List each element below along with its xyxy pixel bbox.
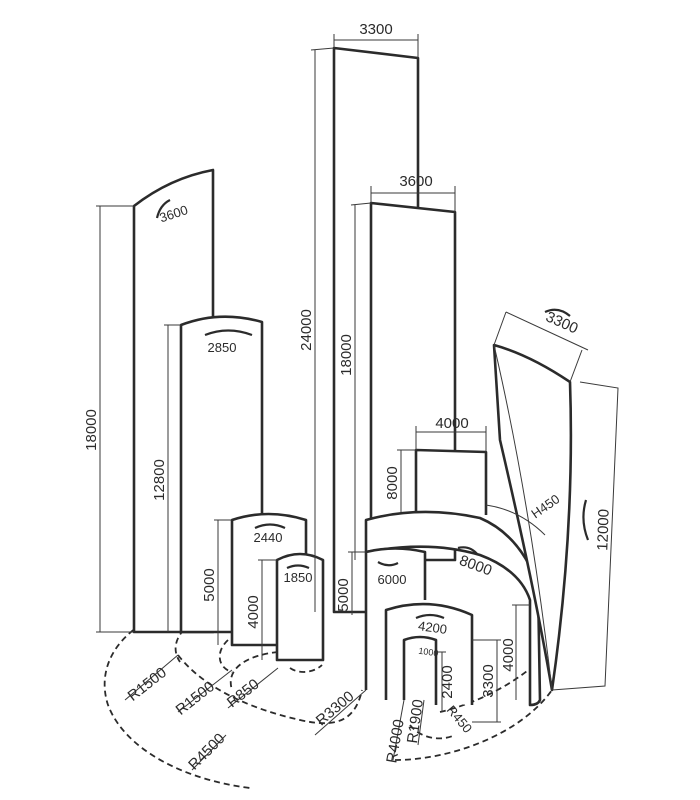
dim-line-3300-right-top bbox=[493, 311, 589, 383]
floor-arc-r1500-b bbox=[218, 639, 233, 673]
dim-line-5000-left bbox=[214, 519, 232, 645]
height-label-18000-left: 18000 bbox=[83, 409, 100, 451]
width-label-3600-center: 3600 bbox=[399, 173, 432, 190]
radius-label-r450: R450 bbox=[444, 702, 475, 735]
radius-label-r1900: R1900 bbox=[404, 698, 427, 744]
leader-r4500 bbox=[191, 734, 227, 771]
radius-label-r1500-b: R1500 bbox=[173, 678, 218, 719]
dim-line-4000-right bbox=[512, 604, 530, 700]
arc-mark-12000 bbox=[582, 499, 590, 541]
radius-label-r3300: R3300 bbox=[313, 688, 358, 729]
dim-line-18000-left bbox=[96, 205, 134, 633]
dim-line-18000-center bbox=[350, 202, 372, 560]
leader-r4000 bbox=[392, 699, 405, 761]
leader-r3300 bbox=[314, 689, 367, 736]
height-label-8000: 8000 bbox=[384, 466, 401, 499]
height-label-12800: 12800 bbox=[151, 459, 168, 501]
floor-arc-r450 bbox=[409, 724, 456, 740]
arc-mark-1850 bbox=[286, 564, 310, 570]
dim-line-3300-top bbox=[333, 34, 419, 58]
dim-line-3300-right bbox=[472, 639, 501, 723]
panel-curved-8000-outline bbox=[364, 510, 542, 707]
arc-mark-4200 bbox=[415, 613, 445, 620]
dim-line-h450 bbox=[485, 504, 546, 536]
panel-4000-right: 4000 bbox=[500, 604, 530, 700]
arc-label-1850: 1850 bbox=[284, 570, 313, 585]
arc-mark-3600-left bbox=[155, 199, 171, 219]
height-label-5000-center: 5000 bbox=[335, 578, 352, 611]
panel-8000: 8000 4000 bbox=[384, 415, 488, 515]
floor-arc-r850 bbox=[229, 651, 279, 691]
panel-4000-left: 4000 1850 bbox=[245, 552, 325, 662]
dim-line-4000-top bbox=[415, 426, 487, 452]
arc-mark-6000 bbox=[377, 561, 399, 567]
width-label-3300-right: 3300 bbox=[543, 308, 580, 337]
arc-mark-2440 bbox=[254, 523, 286, 530]
height-label-5000-left: 5000 bbox=[201, 568, 218, 601]
leader-r850 bbox=[227, 667, 279, 709]
arc-mark-8000 bbox=[457, 546, 479, 556]
height-label-4000-left: 4000 bbox=[245, 595, 262, 628]
dim-line-4000-left bbox=[258, 559, 277, 660]
height-label-12000: 12000 bbox=[594, 509, 612, 551]
radius-label-r850: R850 bbox=[224, 676, 263, 711]
panel-12800: 12800 2850 bbox=[151, 315, 264, 634]
arc-mark-3300-right bbox=[544, 308, 571, 317]
floor-arc-small bbox=[289, 664, 323, 673]
dim-line-2400 bbox=[436, 651, 446, 712]
floor-arc-r4500-inner bbox=[177, 654, 363, 724]
panel-12000: 12000 3300 H450 bbox=[485, 308, 619, 692]
panel-8000-outline bbox=[414, 448, 488, 515]
height-label-3300: 3300 bbox=[480, 664, 497, 697]
arc-mark-2850 bbox=[204, 329, 253, 337]
panel-1000-outline bbox=[402, 635, 438, 705]
floor-arc-r4500 bbox=[103, 607, 251, 789]
height-label-2400: 2400 bbox=[439, 665, 456, 698]
leader-r1500-b bbox=[177, 669, 233, 713]
width-label-3300-top: 3300 bbox=[359, 21, 392, 38]
dim-line-8000 bbox=[397, 449, 416, 515]
floor-arc-r4000 bbox=[394, 689, 553, 761]
leader-r1500-a bbox=[124, 654, 179, 701]
height-label-24000: 24000 bbox=[298, 309, 315, 351]
radius-label-r1500-a: R1500 bbox=[125, 664, 170, 705]
width-label-4000: 4000 bbox=[435, 415, 468, 432]
dim-line-12800 bbox=[164, 324, 181, 632]
height-label-18000-center: 18000 bbox=[338, 334, 355, 376]
leader-r1900 bbox=[417, 699, 425, 746]
panel-12000-outline bbox=[492, 343, 573, 692]
radius-label-r4500: R4500 bbox=[185, 730, 228, 773]
panel-1000: 2400 1000 bbox=[402, 635, 456, 712]
arc-label-2850: 2850 bbox=[208, 340, 237, 355]
dim-line-12000 bbox=[551, 381, 619, 691]
arc-label-6000: 6000 bbox=[378, 572, 407, 587]
height-label-4000-right: 4000 bbox=[500, 638, 517, 671]
panel-4000-left-outline bbox=[275, 552, 325, 662]
arc-label-4200: 4200 bbox=[417, 618, 448, 637]
dim-line-24000 bbox=[310, 47, 335, 612]
panel-12000-twist-line bbox=[493, 344, 553, 691]
dim-line-5000-center bbox=[348, 551, 366, 615]
arc-label-1000: 1000 bbox=[418, 646, 439, 659]
dim-line-3600-center bbox=[370, 186, 456, 212]
arc-label-2440: 2440 bbox=[254, 530, 283, 545]
